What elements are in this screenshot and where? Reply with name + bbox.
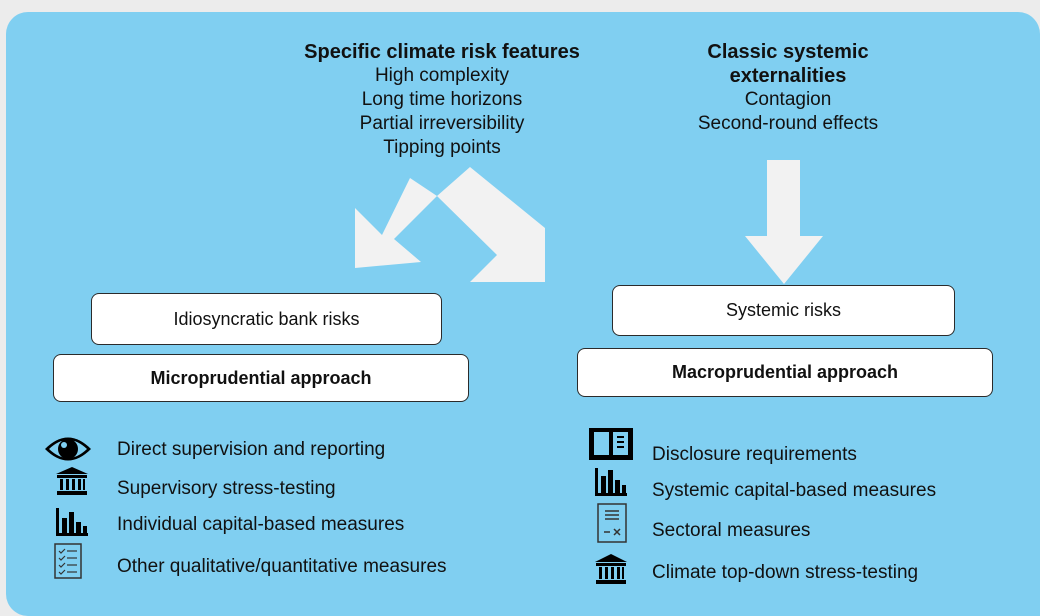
feature-item: Tipping points bbox=[383, 137, 501, 158]
specific-features-block: Specific climate risk features High comp… bbox=[272, 40, 612, 160]
idiosyncratic-risks-box: Idiosyncratic bank risks bbox=[91, 293, 442, 345]
measure-label: Climate top-down stress-testing bbox=[652, 562, 919, 583]
measure-label: Systemic capital-based measures bbox=[652, 480, 937, 501]
measure-label: Supervisory stress-testing bbox=[117, 478, 336, 499]
checklist-icon bbox=[54, 543, 82, 579]
externality-item: Second-round effects bbox=[697, 113, 879, 134]
microprudential-approach-box: Microprudential approach bbox=[53, 354, 469, 402]
bank-building-icon bbox=[55, 466, 89, 496]
arrow-left-diagonal bbox=[355, 178, 437, 268]
measure-label: Sectoral measures bbox=[652, 520, 811, 541]
feature-item: Partial irreversibility bbox=[359, 113, 525, 134]
measure-label: Other qualitative/quantitative measures bbox=[117, 556, 447, 577]
calculator-document-icon bbox=[597, 503, 627, 543]
specific-features-title: Specific climate risk features bbox=[304, 41, 580, 63]
externality-item: Contagion bbox=[744, 89, 832, 110]
bar-chart-icon bbox=[595, 468, 627, 496]
eye-icon bbox=[43, 432, 93, 466]
systemic-risks-box: Systemic risks bbox=[612, 285, 955, 336]
feature-item: High complexity bbox=[374, 65, 510, 86]
arrow-right-diagonal bbox=[437, 167, 545, 282]
systemic-externalities-title-line1: Classic systemic bbox=[707, 41, 869, 63]
bank-building-icon bbox=[594, 553, 628, 585]
feature-item: Long time horizons bbox=[361, 89, 523, 110]
measure-label: Disclosure requirements bbox=[652, 444, 857, 465]
macroprudential-approach-box: Macroprudential approach bbox=[577, 348, 993, 397]
measure-label: Direct supervision and reporting bbox=[117, 439, 386, 460]
book-icon bbox=[588, 427, 634, 461]
systemic-externalities-block: Classic systemic externalities Contagion… bbox=[658, 40, 918, 136]
systemic-externalities-title-line2: externalities bbox=[729, 65, 847, 87]
measure-label: Individual capital-based measures bbox=[117, 514, 405, 535]
arrow-down bbox=[745, 160, 823, 284]
bar-chart-icon bbox=[56, 508, 88, 536]
